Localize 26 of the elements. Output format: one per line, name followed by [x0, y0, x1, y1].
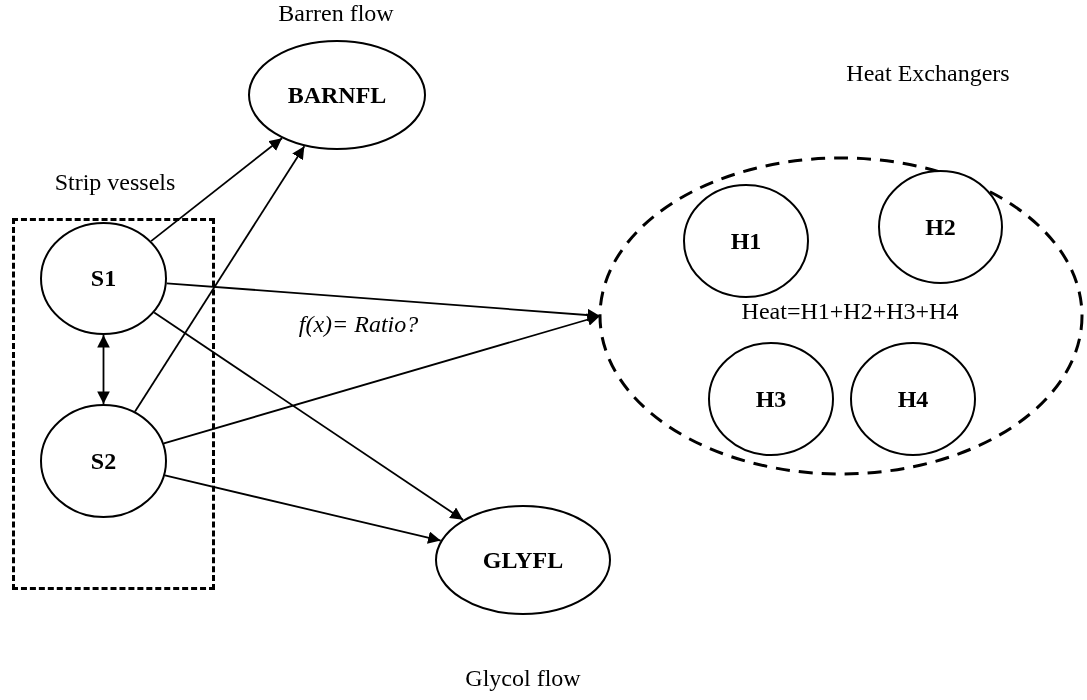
arrow [164, 474, 442, 544]
node-label: S1 [90, 265, 117, 292]
node-label: H4 [897, 385, 929, 413]
group-heading: Barren flow [277, 0, 395, 27]
formula-text: Heat=H1+H2+H3+H4 [740, 298, 960, 325]
node-caption: Glycol flow [464, 665, 582, 692]
arrow [150, 137, 283, 242]
arrow [165, 282, 601, 322]
circle-node [40, 404, 167, 518]
circle-node [850, 342, 976, 456]
arrow [134, 145, 306, 413]
node-label: H1 [730, 227, 762, 255]
arrow [153, 311, 464, 521]
circle-node [40, 222, 167, 335]
circle-node [683, 184, 809, 298]
circle-node [878, 170, 1003, 284]
arrow [97, 334, 110, 405]
node-label: BARNFL [287, 81, 387, 109]
arrow [163, 313, 601, 445]
node-label: GLYFL [482, 546, 564, 574]
group-heading: Heat Exchangers [845, 60, 1011, 87]
node-label: S2 [90, 447, 117, 475]
node-label: H3 [755, 385, 787, 413]
node-label: H2 [925, 213, 956, 241]
group-heading: Strip vessels [53, 169, 177, 196]
circle-node [708, 342, 834, 456]
